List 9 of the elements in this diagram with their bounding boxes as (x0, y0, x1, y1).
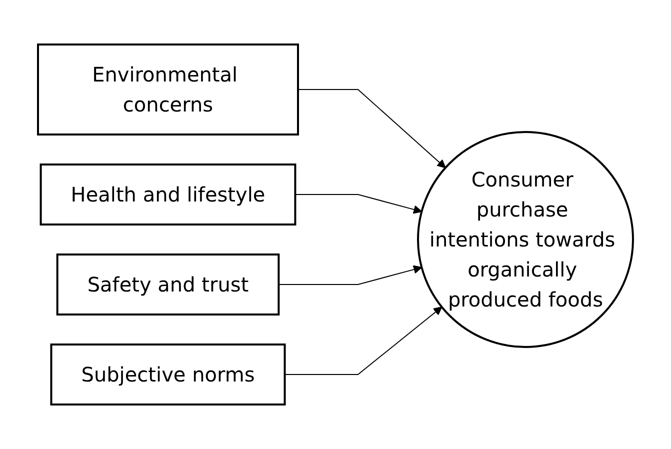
node-circle: Consumer purchase intentions towards organically produced foods (417, 131, 634, 348)
arrow (278, 265, 422, 285)
arrow (294, 194, 422, 214)
node-box: Subjective norms (50, 344, 286, 406)
node-box: Safety and trust (56, 254, 280, 316)
node-box: Health and lifestyle (40, 164, 296, 226)
arrow (298, 89, 446, 168)
node-box: Environmental concerns (37, 44, 299, 136)
arrow (284, 306, 442, 375)
